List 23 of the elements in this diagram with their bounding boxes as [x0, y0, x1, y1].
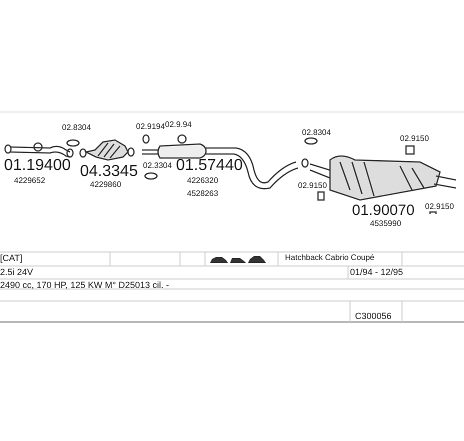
table-cell: [CAT] — [0, 254, 22, 263]
oe-number: 4226320 — [187, 177, 218, 185]
part-number: 02.8304 — [62, 124, 91, 132]
part-number: 04.3345 — [80, 164, 138, 180]
oe-number: 4229860 — [90, 181, 122, 189]
part-number: 02.9150 — [400, 135, 429, 143]
part-number: 01.19400 — [4, 158, 71, 174]
part-number: 01.57440 — [176, 158, 243, 174]
table-cell: C300056 — [355, 312, 392, 321]
table-cell: 2490 cc, 170 HP, 125 KW M° D25013 cil. - — [0, 281, 170, 290]
part-number: 02.8304 — [302, 129, 331, 137]
oe-number: 4528263 — [187, 190, 218, 198]
oe-number: 4535990 — [370, 220, 402, 228]
part-number: 02.9150 — [425, 203, 454, 211]
oe-number: 4229652 — [14, 177, 46, 185]
table-cell: 01/94 - 12/95 — [350, 268, 404, 277]
part-number: 02.3304 — [143, 162, 172, 170]
part-number: 02.9.94 — [165, 121, 192, 129]
part-number: 02.9194 — [136, 123, 165, 131]
part-number: 01.90070 — [352, 203, 415, 218]
table-cell: Hatchback Cabrio Coupé — [285, 254, 374, 262]
table-cell: 2.5i 24V — [0, 268, 34, 277]
part-number: 02.9150 — [298, 182, 327, 190]
